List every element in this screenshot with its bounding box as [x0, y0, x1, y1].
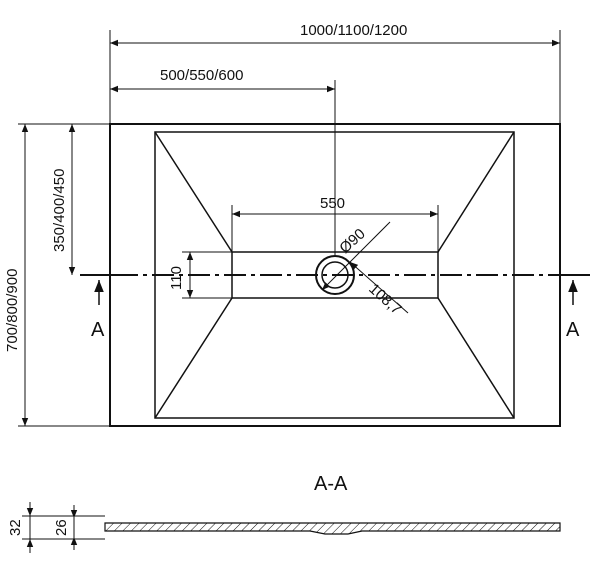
dimension-drain-offset-x: 500/550/600	[110, 67, 336, 255]
section-line: A A	[80, 274, 590, 341]
channel-length-label: 550	[320, 195, 345, 212]
section-marker-left: A	[91, 319, 105, 341]
overall-width-label: 1000/1100/1200	[300, 22, 407, 39]
drain-offset-y-label: 350/400/450	[51, 169, 68, 252]
dimension-overall-width: 1000/1100/1200	[109, 22, 561, 124]
section-title: A-A	[314, 473, 348, 495]
section-marker-right: A	[566, 319, 580, 341]
slope-line	[437, 297, 515, 419]
section-body	[104, 522, 561, 535]
drain-outer-label: 108,7	[365, 280, 404, 318]
dimension-channel-length: 550	[231, 195, 439, 252]
slope-line	[154, 131, 233, 253]
channel-width-label: 110	[168, 266, 185, 290]
height-inner-label: 26	[53, 519, 70, 536]
dimension-drain-outer: 108,7	[349, 261, 409, 318]
height-total-label: 32	[7, 519, 24, 536]
dimension-section-heights: 32 26	[7, 502, 105, 553]
section-profile	[104, 522, 561, 535]
drain-offset-x-label: 500/550/600	[160, 67, 243, 84]
dimension-overall-depth: 700/800/900	[4, 123, 110, 427]
dimension-drain-offset-y: 350/400/450	[51, 124, 76, 275]
slope-line	[154, 297, 233, 419]
dimension-channel-width: 110	[168, 251, 232, 299]
overall-depth-label: 700/800/900	[4, 269, 21, 352]
slope-line	[437, 131, 515, 253]
